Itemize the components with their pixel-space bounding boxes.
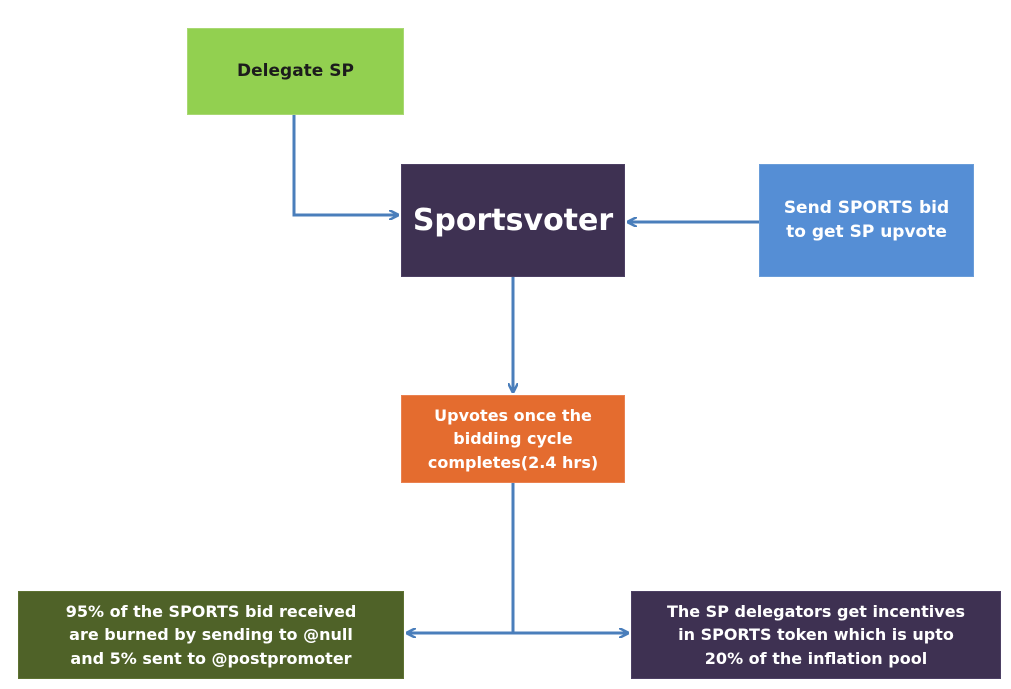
upvotes-line: bidding cycle xyxy=(453,429,573,449)
burn-node: 95% of the SPORTS bid received are burne… xyxy=(18,591,404,679)
sportsvoter-node: Sportsvoter xyxy=(401,164,625,277)
upvotes-line: completes(2.4 hrs) xyxy=(427,452,599,472)
incentives-line: in SPORTS token which is upto xyxy=(678,625,954,645)
burn-line: and 5% sent to @postpromoter xyxy=(70,648,352,668)
sportsvoter-label: Sportsvoter xyxy=(412,202,614,238)
delegate-sp-node: Delegate SP xyxy=(187,28,404,115)
burn-line: 95% of the SPORTS bid received xyxy=(65,602,357,622)
upvotes-line: Upvotes once the xyxy=(434,406,592,426)
incentives-line: 20% of the inflation pool xyxy=(704,648,928,668)
arrow-delegate-to-sportsvoter xyxy=(292,115,397,215)
upvotes-node: Upvotes once the bidding cycle completes… xyxy=(401,395,625,483)
delegate-sp-label: Delegate SP xyxy=(237,60,354,81)
burn-line: are burned by sending to @null xyxy=(69,625,353,645)
incentives-line: The SP delegators get incentives xyxy=(666,602,966,622)
incentives-node: The SP delegators get incentives in SPOR… xyxy=(631,591,1001,679)
send-bid-line: Send SPORTS bid xyxy=(783,198,950,219)
send-bid-node: Send SPORTS bid to get SP upvote xyxy=(759,164,974,277)
send-bid-line: to get SP upvote xyxy=(786,221,947,242)
